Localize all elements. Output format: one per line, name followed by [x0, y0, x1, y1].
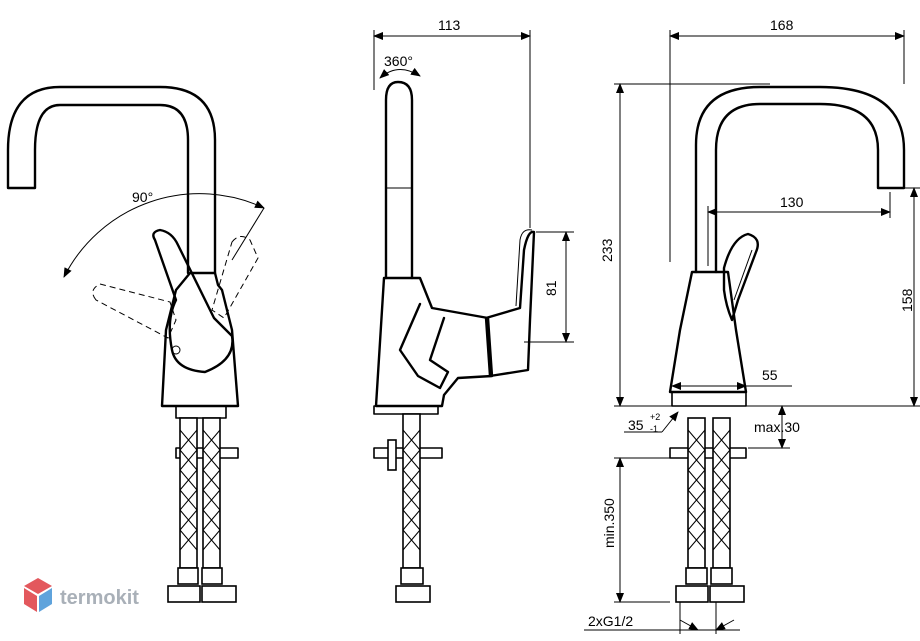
- termokit-logo: termokit: [24, 578, 139, 612]
- dim-deck-thickness: max.30: [754, 419, 800, 435]
- dim-depth: 113: [438, 17, 461, 33]
- dim-lever-height: 81: [543, 280, 559, 296]
- dim-spout-reach: 130: [780, 194, 804, 210]
- dim-hose-length: min.350: [601, 498, 617, 548]
- left-view-faucet: [6, 85, 265, 603]
- dim-hole-diameter: 35: [628, 417, 644, 433]
- dim-connections: 2xG1/2: [588, 613, 633, 629]
- dim-height: 233: [599, 238, 615, 262]
- dim-spout-height: 158: [899, 288, 915, 312]
- dim-rotation: 360°: [384, 53, 413, 69]
- dim-left-angle: 90°: [132, 189, 153, 205]
- watermark-text: termokit: [60, 587, 139, 609]
- side-view-faucet: [373, 30, 574, 603]
- dim-base-diameter: 55: [762, 367, 778, 383]
- dim-hole-tol-minus: -1: [650, 424, 658, 434]
- front-view-faucet: [584, 30, 920, 634]
- dim-width: 168: [770, 17, 794, 33]
- dim-hole-tol-plus: +2: [650, 412, 660, 422]
